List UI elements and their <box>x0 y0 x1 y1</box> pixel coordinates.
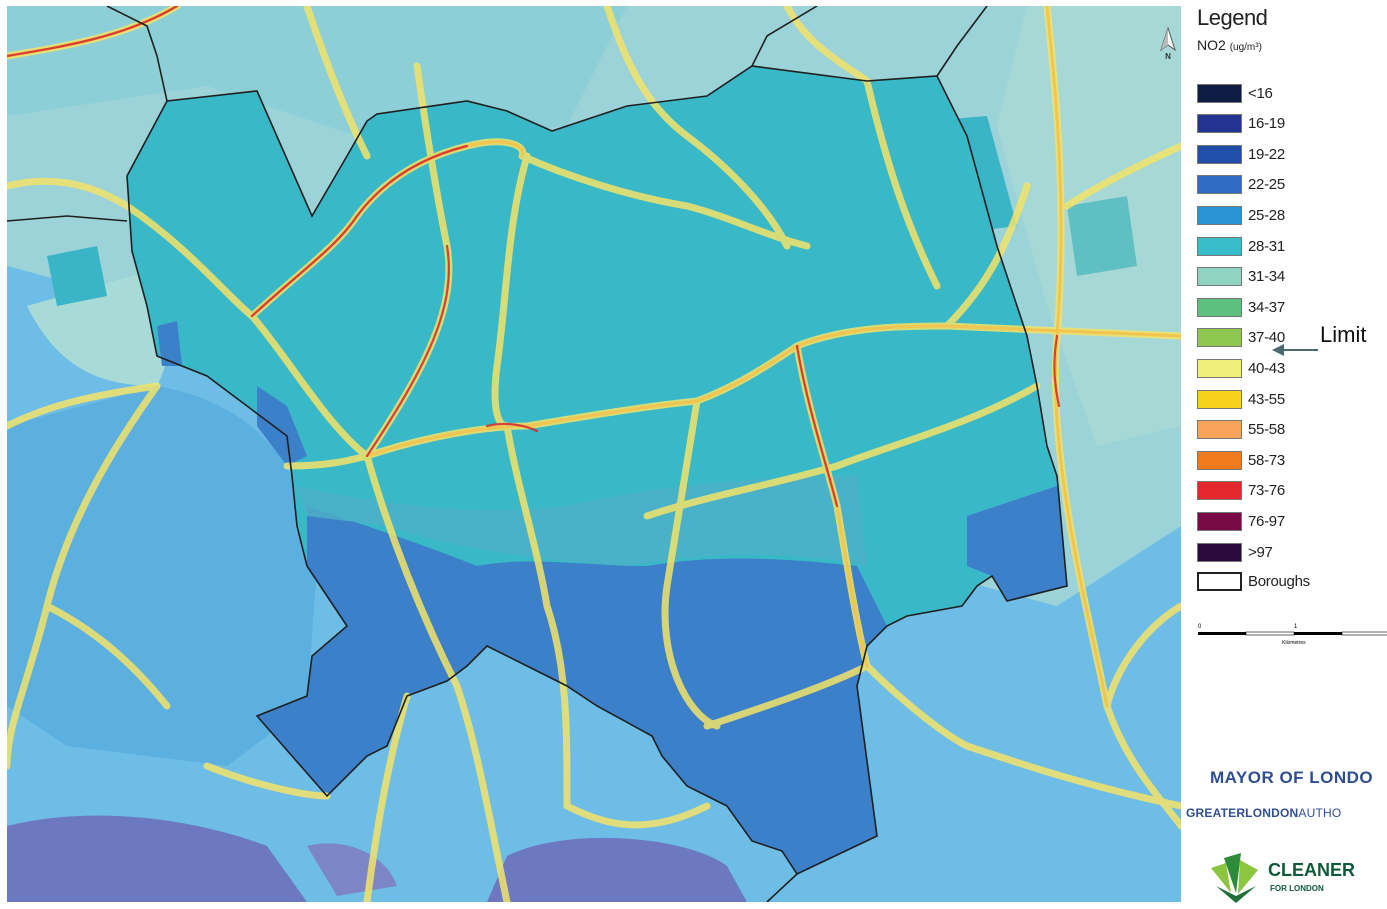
legend-subtitle-unit: (ug/m³) <box>1229 42 1262 53</box>
borough-west-patch <box>257 386 307 466</box>
legend-row: <16 <box>1197 82 1273 104</box>
map-canvas[interactable]: N <box>7 6 1181 902</box>
legend-swatch <box>1197 542 1242 562</box>
legend-label: 55-58 <box>1248 421 1285 439</box>
legend-label: 58-73 <box>1248 451 1285 469</box>
legend-row: 16-19 <box>1197 113 1285 135</box>
reservoir <box>7 815 307 902</box>
reservoir <box>307 843 397 896</box>
legend-swatch <box>1197 175 1242 195</box>
legend-label: 76-97 <box>1248 512 1285 530</box>
legend-swatch-boroughs <box>1197 571 1242 591</box>
legend-row: 22-25 <box>1197 174 1285 196</box>
legend-row: 37-40 <box>1197 327 1285 349</box>
legend-label: 22-25 <box>1248 176 1285 194</box>
gla-logo-rest: AUTHO <box>1298 806 1342 820</box>
borough-east-patch <box>967 486 1067 601</box>
legend-row: 40-43 <box>1197 357 1285 379</box>
background-zone-patch <box>1067 196 1137 276</box>
legend-swatch <box>1197 267 1242 287</box>
legend-row: 28-31 <box>1197 235 1285 257</box>
north-arrow-icon: N <box>1160 26 1176 61</box>
limit-label: Limit <box>1320 322 1367 347</box>
legend-swatch <box>1197 389 1242 409</box>
legend-swatch <box>1197 328 1242 348</box>
legend-panel: Legend NO2 (ug/m³) <16 16-19 19-22 22-25 25-… <box>1186 0 1387 909</box>
legend-swatch <box>1197 450 1242 470</box>
cleaner-for-london-logo: CLEANER FOR LONDON <box>1206 848 1387 908</box>
legend-swatch <box>1197 83 1242 103</box>
borough-west-patch <box>157 321 182 366</box>
legend-label: 19-22 <box>1248 145 1285 163</box>
legend-label: 16-19 <box>1248 115 1285 133</box>
mayor-of-london-logo: MAYOR OF LONDO <box>1210 768 1374 787</box>
legend-label: 37-40 <box>1248 329 1285 347</box>
legend-row-boroughs: Boroughs <box>1197 570 1310 592</box>
legend-swatch <box>1197 114 1242 134</box>
legend-row: 25-28 <box>1197 204 1285 226</box>
legend-subtitle-pollutant: NO2 <box>1197 37 1226 53</box>
scale-start: 0 <box>1198 624 1202 630</box>
scale-unit: Kilometres <box>1282 640 1306 646</box>
legend-row: 73-76 <box>1197 480 1285 502</box>
legend-swatch <box>1197 144 1242 164</box>
legend-title: Legend <box>1197 5 1268 30</box>
legend-label: 28-31 <box>1248 237 1285 255</box>
legend-subtitle: NO2 (ug/m³) <box>1197 37 1262 53</box>
scale-bar: 0 1 Kilometres <box>1198 624 1387 646</box>
road-network <box>7 6 1181 902</box>
legend-label: 31-34 <box>1248 268 1285 286</box>
gla-logo-bold: GREATERLONDON <box>1186 806 1299 820</box>
legend-label: <16 <box>1248 84 1273 102</box>
legend-row: 43-55 <box>1197 388 1285 410</box>
cleaner-text: CLEANER <box>1268 860 1356 880</box>
legend-row: 76-97 <box>1197 510 1285 532</box>
legend-row: 55-58 <box>1197 419 1285 441</box>
gla-logo: GREATERLONDONAUTHO <box>1186 806 1341 820</box>
legend-label: 40-43 <box>1248 359 1285 377</box>
legend-label: 25-28 <box>1248 206 1285 224</box>
legend-label: >97 <box>1248 543 1273 561</box>
scale-mid: 1 <box>1294 624 1298 630</box>
legend-label: 34-37 <box>1248 298 1285 316</box>
cleaner-subtext: FOR LONDON <box>1270 884 1324 893</box>
legend-row: >97 <box>1197 541 1273 563</box>
legend-row: 31-34 <box>1197 266 1285 288</box>
background-zone-west <box>7 386 317 766</box>
background-zone-patch <box>47 246 107 306</box>
legend-label: 43-55 <box>1248 390 1285 408</box>
legend-label: 73-76 <box>1248 482 1285 500</box>
borough-transition-band <box>297 476 867 566</box>
cleaner-leaf-icon <box>1211 853 1258 903</box>
north-label: N <box>1165 52 1171 61</box>
legend-swatch <box>1197 481 1242 501</box>
reservoir <box>487 837 747 902</box>
limit-arrow-icon <box>1272 344 1318 356</box>
borough-boundaries <box>7 6 1068 902</box>
legend-swatch <box>1197 420 1242 440</box>
no2-concentration-map <box>7 6 1181 902</box>
legend-label-boroughs: Boroughs <box>1248 572 1310 590</box>
legend-swatch <box>1197 511 1242 531</box>
legend-row: 58-73 <box>1197 449 1285 471</box>
legend-swatch <box>1197 205 1242 225</box>
legend-row: 34-37 <box>1197 296 1285 318</box>
legend-swatch <box>1197 358 1242 378</box>
legend-swatch <box>1197 236 1242 256</box>
legend-swatch <box>1197 297 1242 317</box>
legend-row: 19-22 <box>1197 143 1285 165</box>
